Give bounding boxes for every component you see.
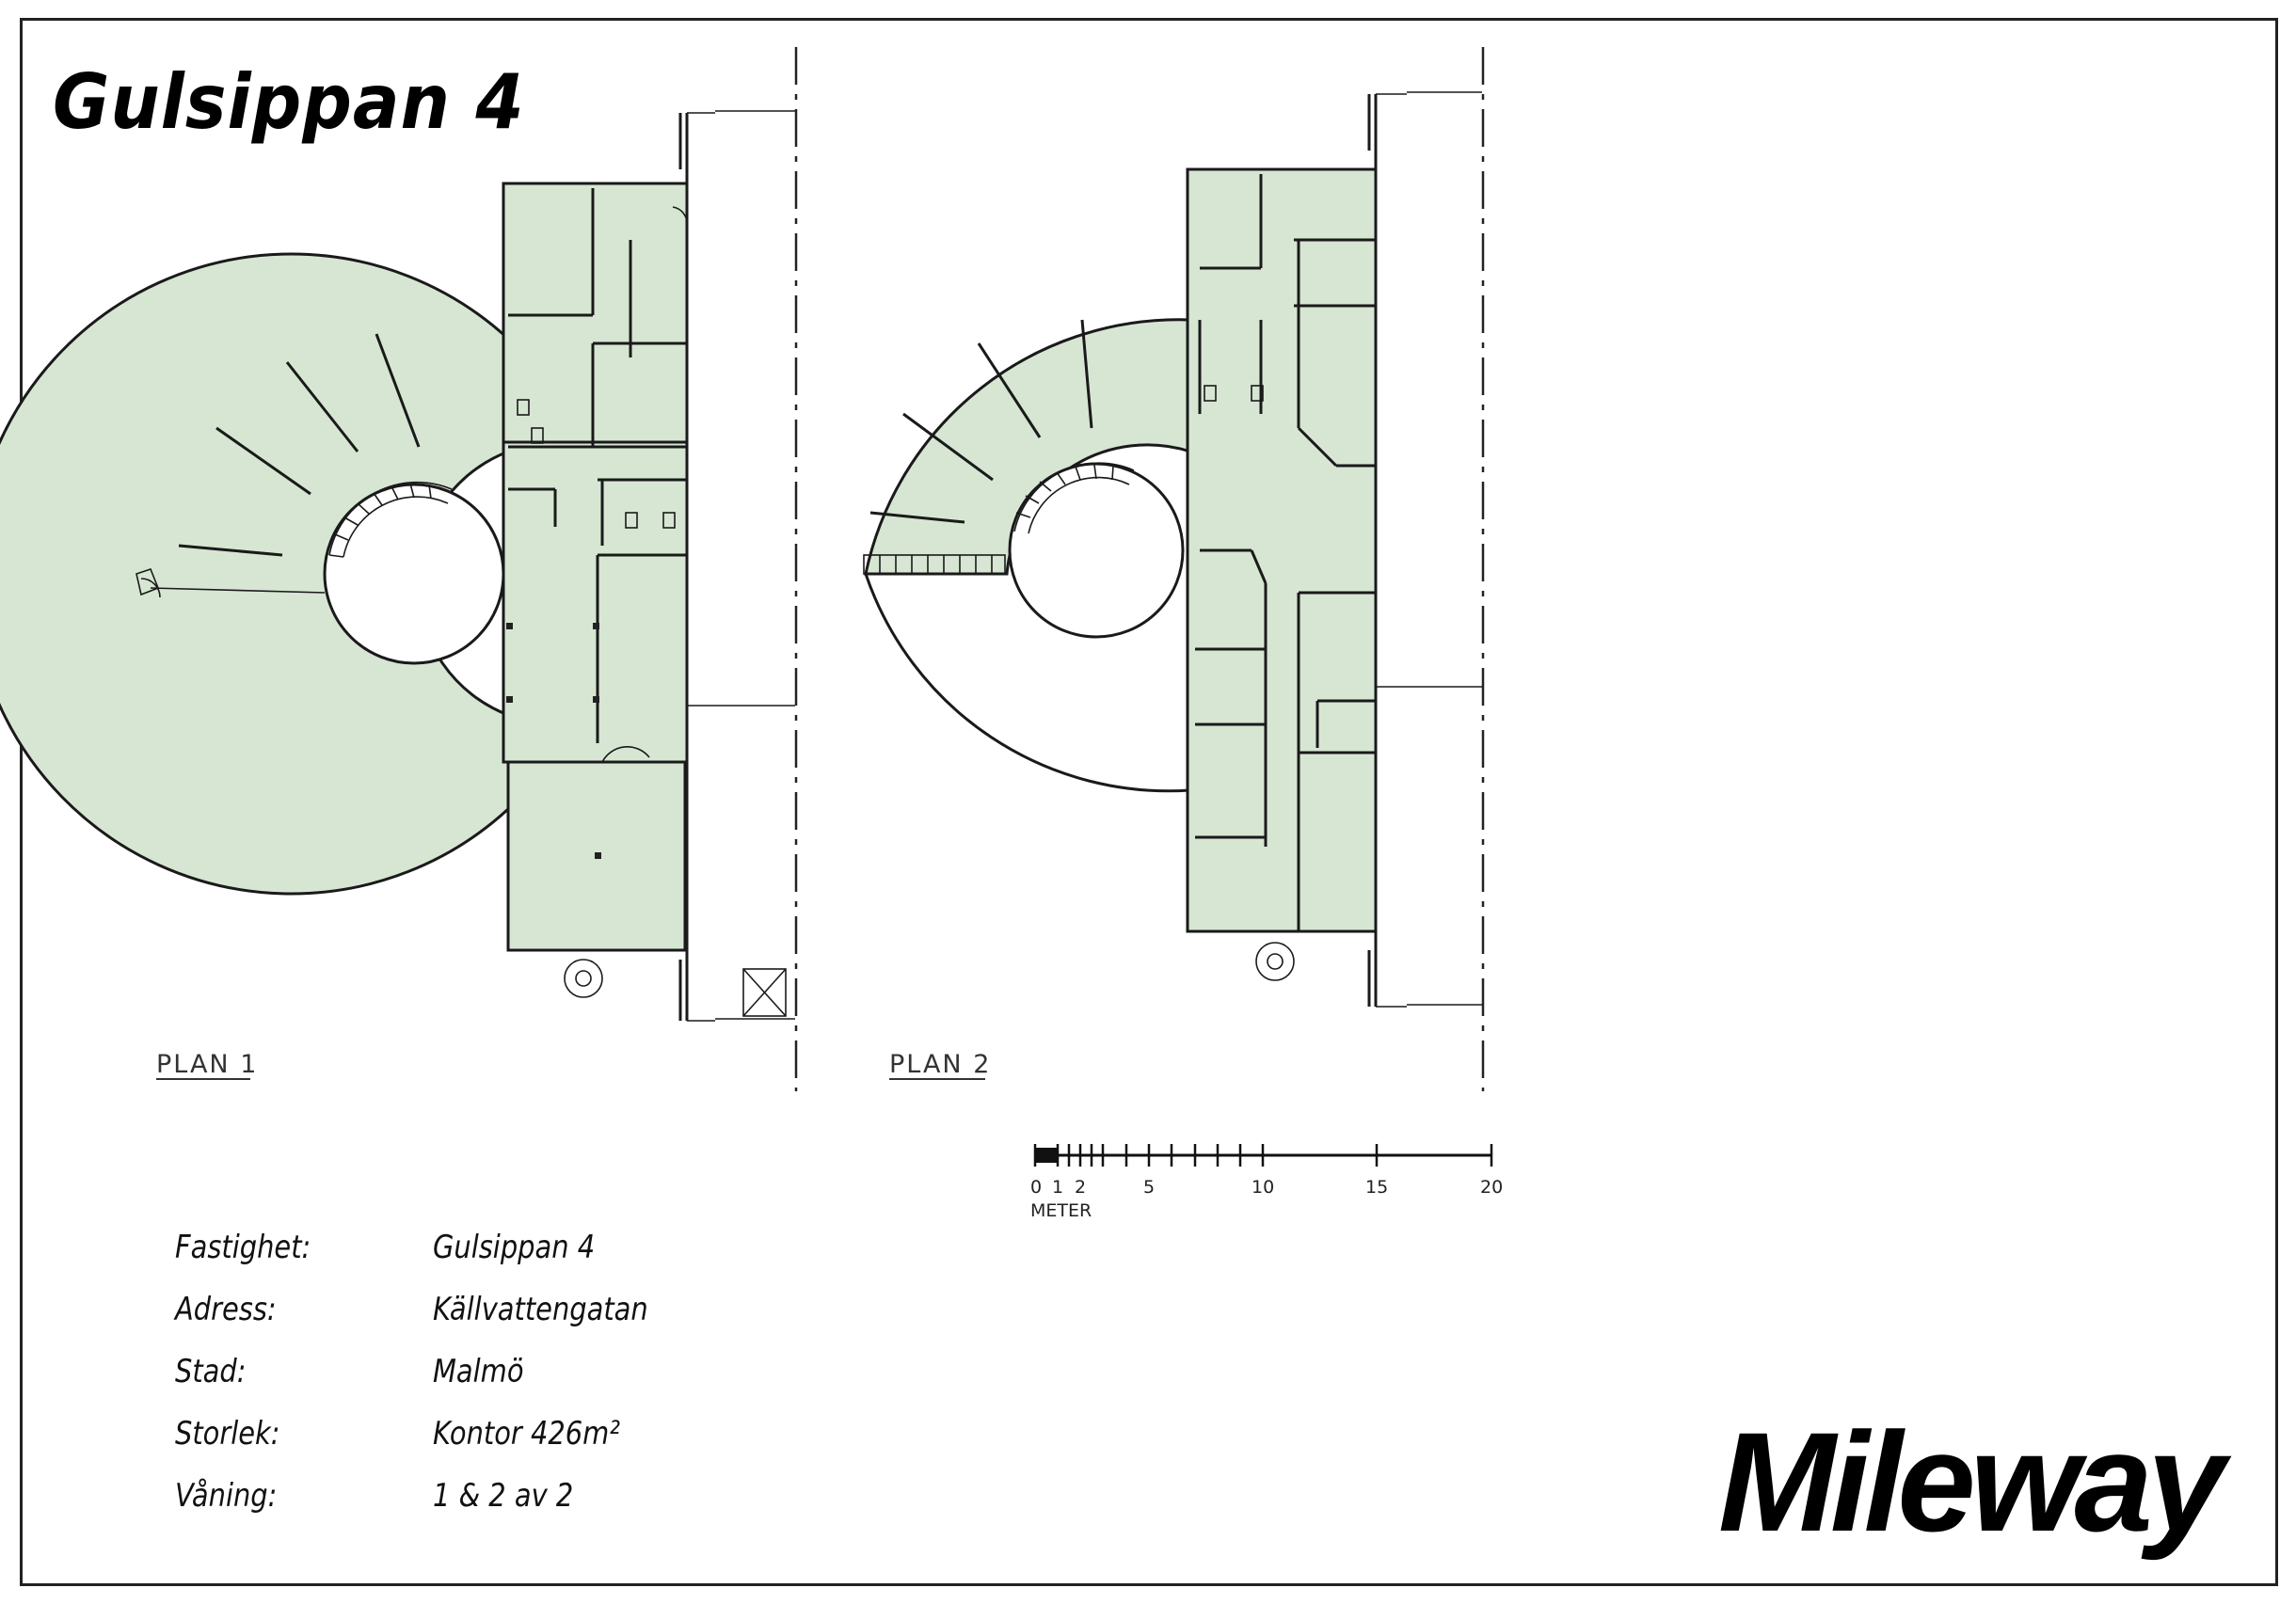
scale-bar: 0 1 2 5 10 15 20 METER [1030, 1144, 1503, 1221]
plan-1-stair [328, 481, 453, 558]
scale-tick-5: 5 [1143, 1177, 1155, 1198]
plan-2-drawing [863, 47, 1485, 1091]
info-value-vaning: 1 & 2 av 2 [433, 1477, 574, 1515]
mileway-logo: Mileway [1718, 1403, 2225, 1561]
info-value-fastighet: Gulsippan 4 [433, 1229, 596, 1266]
info-label-vaning: Våning: [175, 1477, 278, 1515]
scale-tick-20: 20 [1480, 1177, 1503, 1198]
scale-tick-0: 0 [1030, 1177, 1042, 1198]
scale-tick-1: 1 [1052, 1177, 1063, 1198]
info-label-fastighet: Fastighet: [175, 1229, 311, 1266]
info-label-adress: Adress: [175, 1291, 277, 1328]
plan-2-label: PLAN 2 [889, 1050, 991, 1079]
scale-tick-15: 15 [1365, 1177, 1388, 1198]
info-value-storlek: Kontor 426m² [433, 1415, 620, 1453]
info-label-storlek: Storlek: [175, 1415, 280, 1453]
scale-tick-2: 2 [1075, 1177, 1086, 1198]
info-label-stad: Stad: [175, 1353, 247, 1390]
drawing-frame [20, 18, 2278, 1586]
info-value-stad: Malmö [433, 1353, 524, 1390]
plan-1-drawing [0, 47, 798, 1091]
plan-2-stair [1013, 462, 1135, 534]
scale-unit: METER [1030, 1200, 1092, 1221]
plan-1-label: PLAN 1 [156, 1050, 258, 1079]
page-title: Gulsippan 4 [53, 58, 525, 146]
scale-tick-10: 10 [1252, 1177, 1274, 1198]
info-value-adress: Källvattengatan [433, 1291, 648, 1328]
